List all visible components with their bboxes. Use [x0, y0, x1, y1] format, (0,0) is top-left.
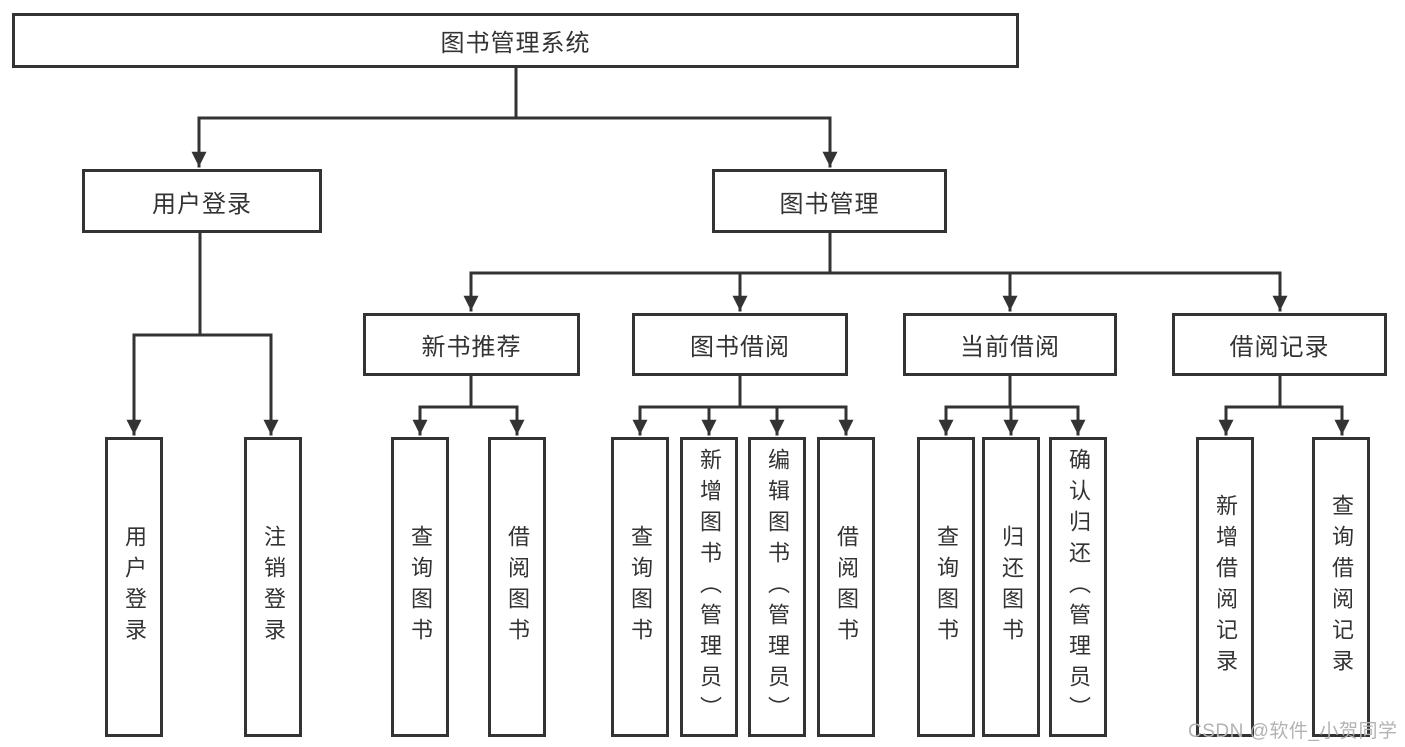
- node-leaf-return-book-label: 归还图书: [999, 525, 1024, 649]
- node-leaf-search-books-borrow-label: 查询图书: [628, 525, 653, 649]
- node-borrowing-records-label: 借阅记录: [1229, 334, 1330, 361]
- connector-root: [191, 66, 838, 168]
- connector-book-borrow: [632, 374, 854, 436]
- node-leaf-search-books-recommend-label: 查询图书: [408, 525, 433, 649]
- connector-borrow-records: [1218, 374, 1350, 436]
- node-user-login-group: 用户登录: [82, 169, 322, 233]
- node-new-book-recommend-label: 新书推荐: [421, 334, 522, 361]
- node-user-login-group-label: 用户登录: [152, 190, 252, 218]
- node-leaf-logout: 注销登录: [244, 437, 302, 737]
- connector-current-borrow: [938, 374, 1086, 436]
- node-leaf-search-books-recommend: 查询图书: [391, 437, 449, 737]
- connector-book-mgmt: [463, 231, 1288, 312]
- node-leaf-search-books-current: 查询图书: [917, 437, 975, 737]
- node-leaf-search-borrow-record: 查询借阅记录: [1312, 437, 1370, 737]
- node-book-mgmt-group: 图书管理: [712, 169, 947, 233]
- node-leaf-user-login-label: 用户登录: [122, 525, 147, 649]
- node-book-borrowing: 图书借阅: [632, 313, 848, 376]
- node-leaf-add-book-admin: 新增图书（管理员）: [680, 437, 738, 737]
- node-leaf-return-book: 归还图书: [982, 437, 1040, 737]
- node-book-mgmt-group-label: 图书管理: [779, 190, 880, 218]
- node-leaf-user-login: 用户登录: [105, 437, 163, 737]
- node-leaf-confirm-return-admin: 确认归还（管理员）: [1049, 437, 1107, 737]
- node-new-book-recommend: 新书推荐: [363, 313, 580, 376]
- node-leaf-add-borrow-record-label: 新增借阅记录: [1213, 494, 1238, 680]
- node-leaf-confirm-return-admin-label: 确认归还（管理员）: [1066, 447, 1091, 727]
- node-leaf-borrow-book: 借阅图书: [817, 437, 875, 737]
- csdn-watermark: CSDN @软件_小贺同学: [1188, 721, 1398, 742]
- node-current-borrowing-label: 当前借阅: [960, 334, 1060, 361]
- node-leaf-search-books-current-label: 查询图书: [934, 525, 959, 649]
- node-leaf-add-book-admin-label: 新增图书（管理员）: [697, 447, 722, 727]
- node-leaf-edit-book-admin-label: 编辑图书（管理员）: [765, 447, 790, 727]
- node-leaf-borrow-book-recommend: 借阅图书: [488, 437, 546, 737]
- node-leaf-borrow-book-recommend-label: 借阅图书: [505, 525, 530, 649]
- node-leaf-logout-label: 注销登录: [261, 525, 286, 649]
- node-root-system-label: 图书管理系统: [440, 30, 591, 57]
- node-leaf-edit-book-admin: 编辑图书（管理员）: [748, 437, 806, 737]
- node-leaf-borrow-book-label: 借阅图书: [834, 525, 859, 649]
- node-borrowing-records: 借阅记录: [1172, 313, 1387, 376]
- node-root-system: 图书管理系统: [12, 13, 1019, 68]
- node-book-borrowing-label: 图书借阅: [690, 334, 790, 361]
- node-leaf-add-borrow-record: 新增借阅记录: [1196, 437, 1254, 737]
- connector-user-login: [126, 231, 279, 436]
- node-current-borrowing: 当前借阅: [903, 313, 1117, 376]
- node-leaf-search-books-borrow: 查询图书: [611, 437, 669, 737]
- connector-new-book-rec: [412, 374, 525, 436]
- node-leaf-search-borrow-record-label: 查询借阅记录: [1329, 494, 1354, 680]
